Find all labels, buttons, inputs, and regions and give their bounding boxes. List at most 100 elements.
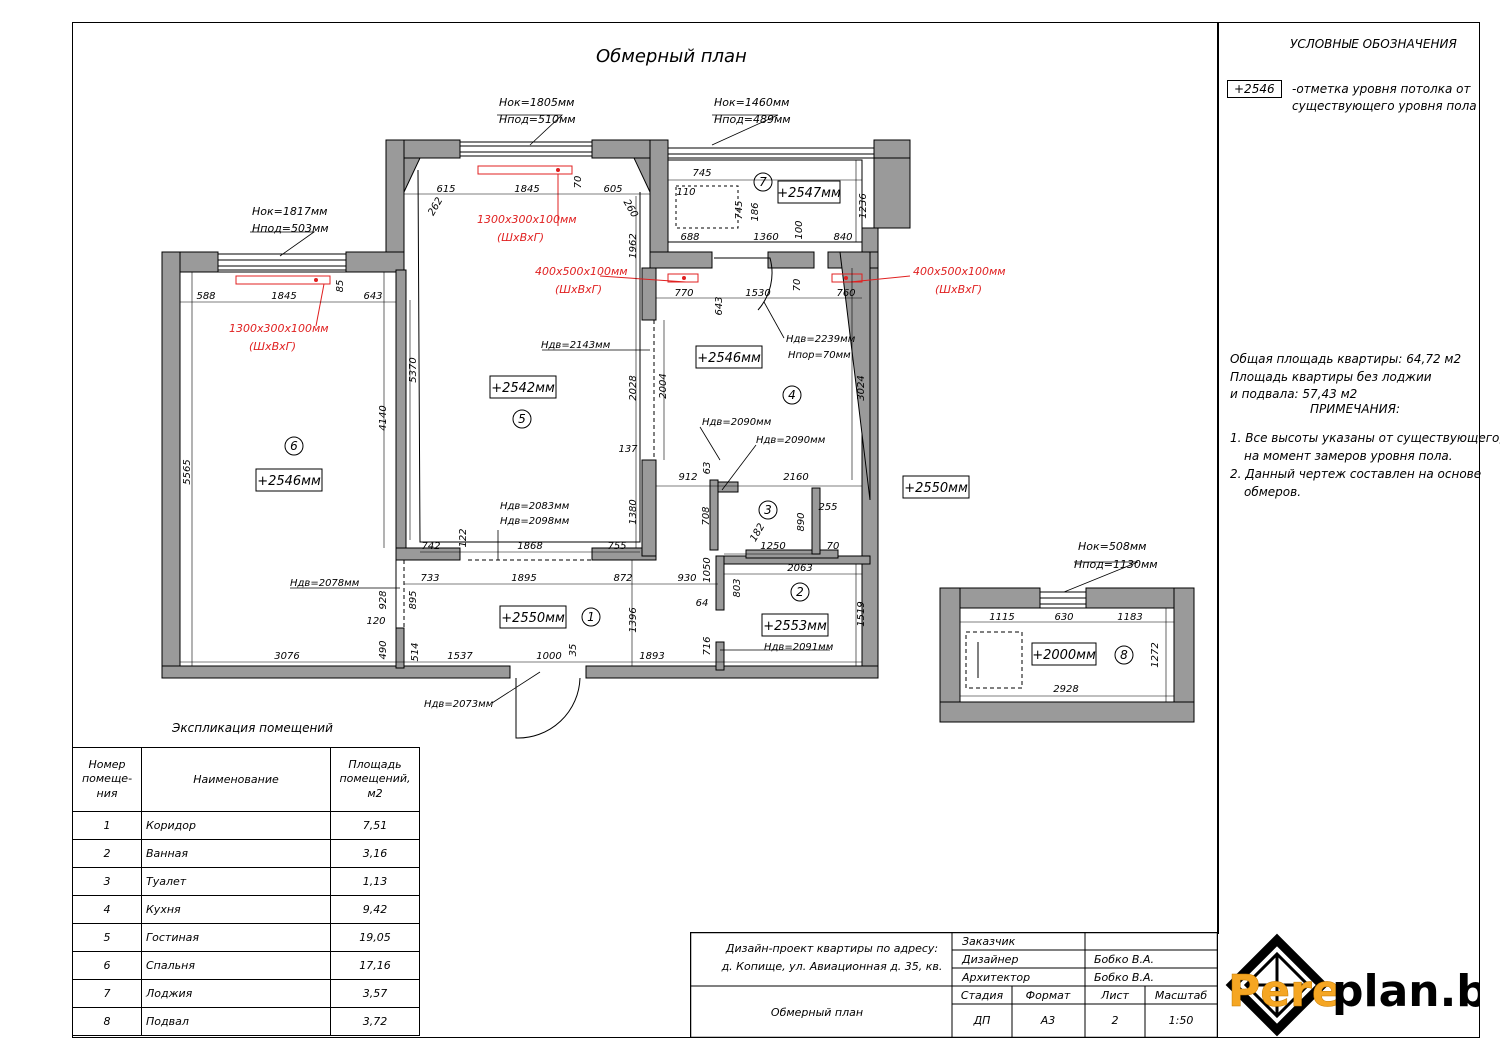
radiators bbox=[235, 165, 911, 327]
ceiling-tag-1: +2550мм bbox=[501, 611, 565, 626]
legend-text-1: -отметка уровня потолка от bbox=[1292, 82, 1471, 96]
dim: 2004 bbox=[658, 373, 669, 398]
logo-text-accent: Pere bbox=[1228, 966, 1342, 1017]
ceiling-tag-3: +2550мм bbox=[904, 481, 968, 496]
dim: 872 bbox=[613, 573, 632, 584]
dim: 70 bbox=[573, 176, 584, 189]
ceiling-tag-7: +2547мм bbox=[777, 186, 841, 201]
radiator-4r-size: 400x500x100мм bbox=[913, 265, 1006, 278]
room-number-5: 5 bbox=[518, 412, 526, 426]
radiator-6-size: 1300x300x100мм bbox=[229, 322, 329, 335]
dim: 1183 bbox=[1117, 612, 1142, 623]
area-no-loggia-2: и подвала: 57,43 м2 bbox=[1230, 387, 1358, 401]
dim: 2028 bbox=[628, 375, 639, 400]
dim: 110 bbox=[676, 187, 695, 198]
dim: 1519 bbox=[856, 601, 867, 626]
doors bbox=[515, 257, 773, 739]
logo-text: plan.by bbox=[1332, 966, 1480, 1017]
dim: 770 bbox=[674, 288, 693, 299]
dim: 186 bbox=[750, 202, 761, 221]
dim: 122 bbox=[458, 528, 469, 547]
ceiling-tag-2: +2553мм bbox=[763, 619, 827, 634]
room-number-7: 7 bbox=[759, 175, 767, 189]
dim: 1115 bbox=[989, 612, 1014, 623]
total-area: Общая площадь квартиры: 64,72 м2 bbox=[1230, 352, 1462, 366]
dim: 137 bbox=[618, 444, 638, 455]
room-number-4: 4 bbox=[788, 388, 796, 402]
ceiling-tag-4: +2546мм bbox=[697, 351, 761, 366]
customer-label: Заказчик bbox=[962, 935, 1016, 948]
room-number-1: 1 bbox=[587, 610, 595, 624]
dim: 255 bbox=[818, 502, 837, 513]
radiator-4r-unit: (ШхВхГ) bbox=[935, 283, 982, 296]
dim: 1396 bbox=[628, 607, 639, 632]
dim: 1250 bbox=[760, 541, 785, 552]
title-block: Дизайн-проект квартиры по адресу: д. Коп… bbox=[690, 932, 1218, 1038]
dim: 643 bbox=[714, 296, 725, 315]
window-6-height: Нок=1817мм bbox=[252, 205, 327, 218]
dim: 890 bbox=[796, 512, 807, 531]
door-label-4: Ндв=2090мм bbox=[756, 435, 826, 446]
door-label-8: Ндв=2091мм bbox=[764, 642, 834, 653]
dim: 5565 bbox=[182, 459, 193, 484]
format-label: Формат bbox=[1026, 989, 1071, 1002]
legend-text-2: существующего уровня пола bbox=[1292, 99, 1477, 113]
right-panel-divider bbox=[1217, 22, 1219, 934]
dim: 1537 bbox=[447, 651, 473, 662]
dim: 1000 bbox=[536, 651, 561, 662]
window-6-sill: Нпод=503мм bbox=[252, 222, 329, 235]
dim: 930 bbox=[677, 573, 696, 584]
dim: 3076 bbox=[274, 651, 299, 662]
windows bbox=[218, 141, 1086, 605]
dim: 615 bbox=[436, 184, 455, 195]
dim: 100 bbox=[794, 220, 805, 239]
dim: 3024 bbox=[856, 375, 867, 400]
logo-diamond-icon bbox=[1225, 933, 1329, 1037]
pereplan-logo: Pere plan.by bbox=[1225, 933, 1480, 1037]
door-label-6: Ндв=2098мм bbox=[500, 516, 570, 527]
dim: 742 bbox=[421, 541, 440, 552]
notes-heading: ПРИМЕЧАНИЯ: bbox=[1310, 402, 1400, 416]
door-label-1: Ндв=2143мм bbox=[541, 340, 611, 351]
sheet-value: 2 bbox=[1112, 1014, 1119, 1027]
dim: 490 bbox=[378, 640, 389, 659]
designer-label: Дизайнер bbox=[961, 953, 1018, 966]
radiator-5-size: 1300x300x100мм bbox=[477, 213, 577, 226]
dim: 1895 bbox=[511, 573, 536, 584]
scale-label: Масштаб bbox=[1155, 989, 1207, 1002]
note-2b: обмеров. bbox=[1244, 485, 1302, 499]
room-number-8: 8 bbox=[1120, 648, 1128, 662]
architect-label: Архитектор bbox=[961, 971, 1030, 984]
window-7-height: Нок=1460мм bbox=[714, 96, 789, 109]
sheet-label: Лист bbox=[1100, 989, 1129, 1002]
window-7-sill: Нпод=489мм bbox=[714, 113, 791, 126]
dim: 70 bbox=[792, 279, 803, 292]
dim: 1845 bbox=[514, 184, 539, 195]
dim: 1530 bbox=[745, 288, 770, 299]
ceiling-tag-8: +2000мм bbox=[1032, 648, 1096, 663]
dim: 2928 bbox=[1053, 684, 1078, 695]
dim: 514 bbox=[410, 642, 421, 661]
window-8-sill: Нпод=1130мм bbox=[1074, 558, 1158, 571]
room-number-6: 6 bbox=[290, 439, 298, 453]
dim: 803 bbox=[732, 578, 743, 597]
legend-heading: УСЛОВНЫЕ ОБОЗНАЧЕНИЯ bbox=[1290, 37, 1457, 51]
room-number-3: 3 bbox=[764, 503, 772, 517]
drawing-title: Обмерный план bbox=[596, 46, 747, 67]
dim: 1380 bbox=[628, 499, 639, 524]
ceiling-tag-6: +2546мм bbox=[257, 474, 321, 489]
dim: 716 bbox=[702, 636, 713, 655]
dim: 5370 bbox=[408, 357, 419, 382]
dim: 70 bbox=[827, 541, 840, 552]
dim: 1272 bbox=[1150, 642, 1161, 667]
dim: 895 bbox=[408, 590, 419, 609]
door-label-9: Ндв=2073мм bbox=[424, 699, 494, 710]
dim: 1236 bbox=[858, 193, 869, 218]
dim: 733 bbox=[420, 573, 439, 584]
